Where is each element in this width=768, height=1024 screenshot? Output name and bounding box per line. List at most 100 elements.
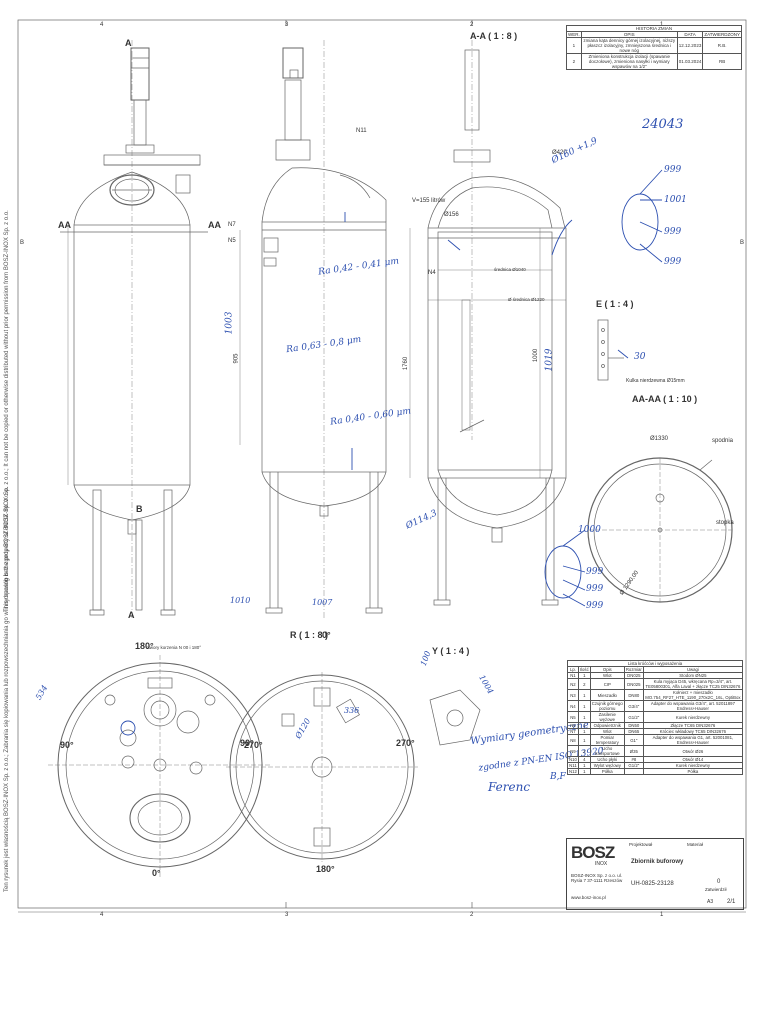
company-web: www.bosz-inox.pl xyxy=(571,895,606,900)
handwritten-value: 336 xyxy=(344,706,360,715)
section-marker-b: B xyxy=(136,504,143,514)
parts-cell: 2 xyxy=(577,678,591,690)
handwritten-value: 30 xyxy=(634,352,646,362)
parts-cell: N12 xyxy=(567,768,579,775)
rev-approver: RB xyxy=(702,53,742,70)
parts-cell: 1 xyxy=(577,689,591,701)
zone-right-b: B xyxy=(740,240,745,246)
parts-col-header: Ilość xyxy=(577,666,591,673)
parts-cell: Odpowietrznik xyxy=(589,722,625,729)
nozzle-label: N11 xyxy=(356,128,367,134)
angle-label: 270° xyxy=(396,738,415,748)
zone-bottom-3: 3 xyxy=(285,912,289,918)
section-aa-aa-label: AA-AA ( 1 : 10 ) xyxy=(632,394,698,404)
parts-cell: G1" xyxy=(623,734,644,746)
rev-date: 12.12.2023 xyxy=(676,37,704,54)
parts-cell: Ucho transportowe xyxy=(589,745,625,757)
parts-cell: 1 xyxy=(577,711,591,723)
parts-cell: G3/4" xyxy=(623,700,644,712)
note-label: spodnia xyxy=(712,438,734,444)
drawing-number: UH-0825-23128 xyxy=(631,881,674,887)
parts-cell: Adapter do wspawania G3/4", art. 5201189… xyxy=(642,700,744,712)
parts-cell: N2 xyxy=(567,678,579,690)
section-aa-label: A-A ( 1 : 8 ) xyxy=(470,31,518,41)
parts-cell: N5 xyxy=(567,711,579,723)
paper-size: A3 xyxy=(707,899,714,905)
zone-top-3: 3 xyxy=(285,22,289,28)
parts-cell: DN025 xyxy=(623,672,644,679)
section-marker-a: A xyxy=(125,38,132,48)
parts-cell: Wylot wężowy xyxy=(589,762,625,769)
parts-cell: CIP xyxy=(589,678,625,690)
parts-cell: 1 xyxy=(577,700,591,712)
height-dimension: 1000 xyxy=(533,348,540,363)
handwritten-value: 1007 xyxy=(312,598,333,607)
parts-cell: G1/2" xyxy=(623,711,644,723)
angle-label: 0° xyxy=(322,630,331,640)
height-dimension: 1760 xyxy=(403,356,410,371)
parts-cell: Półka xyxy=(642,768,744,775)
parts-cell: 1 xyxy=(577,734,591,746)
zone-top-4: 4 xyxy=(100,22,104,28)
section-marker-aa: AA xyxy=(208,220,221,230)
parts-cell: N3 xyxy=(567,689,579,701)
handwritten-value: 1010 xyxy=(230,596,251,605)
handwritten-value: 1001 xyxy=(664,195,687,205)
approved-label: Zatwierdził xyxy=(705,887,727,892)
angle-label: 180° xyxy=(135,641,154,651)
handwritten-dimension: 1019 xyxy=(544,348,555,372)
detail-r-view xyxy=(226,672,418,862)
height-dimension: 905 xyxy=(233,353,240,364)
diameter-label: Ø1330 xyxy=(650,436,669,442)
company-logo: BOSZ xyxy=(571,843,615,862)
rev-col-header: WER. xyxy=(566,31,582,38)
parts-cell: 2 xyxy=(577,745,591,757)
sheet-number: 2/1 xyxy=(727,899,736,905)
parts-cell: N8 xyxy=(567,734,579,746)
handwritten-value: 999 xyxy=(586,601,604,611)
zone-top-2: 2 xyxy=(470,22,474,28)
tank-top-view xyxy=(48,655,272,878)
parts-cell: Półka xyxy=(589,768,625,775)
diameter-label: Ø156 xyxy=(444,212,459,218)
tank-side-view xyxy=(239,40,387,620)
parts-cell: Czujnik górnego poziomu xyxy=(589,700,625,712)
revision-history-table: HISTORIA ZMIAN WER. OPIS DATA ZATWIERDZO… xyxy=(566,25,742,70)
designer-label: Projektował xyxy=(629,842,653,847)
detail-y-label: Y ( 1 : 4 ) xyxy=(432,646,470,656)
parts-col-header: Rozmiar xyxy=(623,666,644,673)
parts-cell: N10 xyxy=(567,756,579,763)
detail-r-label: R ( 1 : 8 ) xyxy=(290,630,329,640)
parts-cell: Otwór Ø26 xyxy=(642,745,744,757)
parts-cell: Kurek nierdzewny xyxy=(642,711,744,723)
revision-row: 1 zmiana kąta dennicy górnej izolacyjnej… xyxy=(566,37,742,54)
parts-cell: Adapter do wspawania G1, art. 52001081, … xyxy=(642,734,744,746)
handwritten-note: B,F xyxy=(550,772,566,782)
section-aa-aa-view xyxy=(587,457,733,603)
section-marker-a: A xyxy=(128,610,135,620)
handwritten-signature: Ferenc xyxy=(488,780,531,794)
openings-note: otwory korzenia N 00 i 180° xyxy=(146,645,202,650)
parts-list-table: Lista króćców i wyposażenia Lp. Ilość Op… xyxy=(567,660,744,775)
rev-number: 1 xyxy=(566,37,582,54)
revision-row: 2 Zmieniona konstrukcja izolacji (spawan… xyxy=(566,53,742,70)
drawing-title: Zbiornik buforowy xyxy=(631,859,684,865)
volume-label: V=155 litrów xyxy=(412,198,446,204)
zone-bottom-2: 2 xyxy=(470,912,474,918)
note-label: stopka xyxy=(716,520,734,526)
parts-cell: Kołnierz + mieszadło MO.754_RF27_HTE_119… xyxy=(642,689,744,701)
handwritten-dimension: 1003 xyxy=(224,311,235,335)
parts-cell: N9 xyxy=(567,745,579,757)
title-block: BOSZ INOX BOSZ-INOX Sp. z o.o. ul. Rysia… xyxy=(566,838,744,910)
diameter-label: Ø420 xyxy=(552,150,567,156)
copyright-note-pl: Ten rysunek jest własnością BOSZ-INOX Sp… xyxy=(4,486,10,892)
rev-desc: Zmieniona konstrukcja izolacji (spawanie… xyxy=(580,53,678,70)
